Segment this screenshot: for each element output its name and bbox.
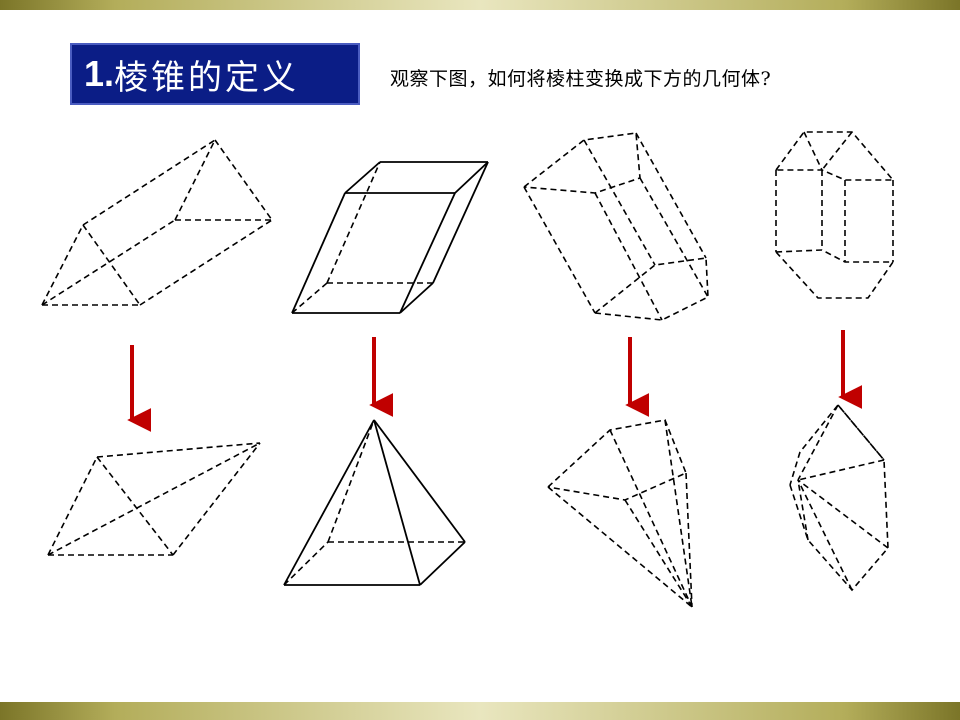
- hexagonal-pyramid-figure: [789, 403, 889, 592]
- hexagonal-prism-figure: [775, 131, 895, 299]
- title-box: 1. 棱锥的定义: [70, 43, 360, 105]
- page-title: 棱锥的定义: [114, 57, 300, 98]
- triangular-prism-figure: [41, 139, 273, 306]
- title-number: 1.: [84, 53, 115, 94]
- transform-arrows: [127, 330, 863, 432]
- pentagonal-pyramid-figure: [547, 419, 693, 608]
- quadrilateral-pyramid-figure: [283, 419, 466, 586]
- quadrilateral-prism-figure: [291, 161, 489, 314]
- triangular-pyramid-figure: [47, 442, 261, 556]
- pentagonal-prism-figure: [523, 132, 709, 321]
- top-decor-band: [0, 0, 960, 10]
- question-text: 观察下图，如何将棱柱变换成下方的几何体?: [390, 68, 772, 90]
- bottom-decor-band: [0, 702, 960, 720]
